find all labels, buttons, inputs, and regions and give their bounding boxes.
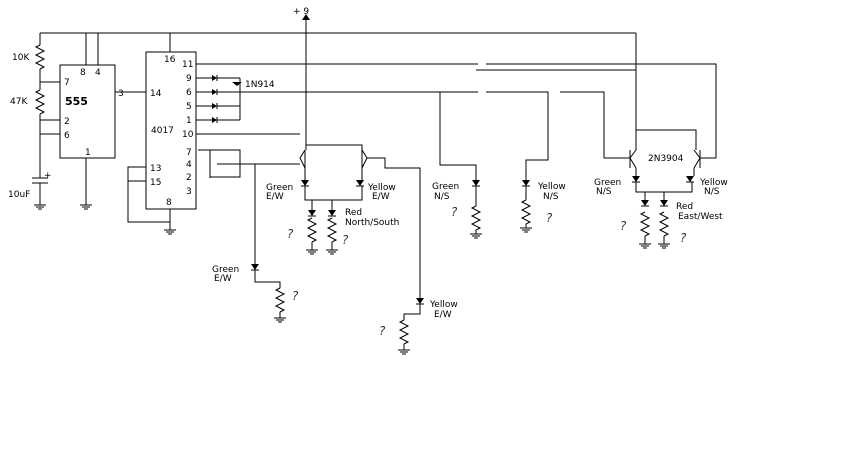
counter-pin-16: 16 bbox=[164, 55, 176, 65]
unknown-resistor-1: ? bbox=[287, 227, 294, 241]
led-red-ns-label-2: North/South bbox=[345, 218, 399, 228]
counter-pin-6: 6 bbox=[186, 88, 192, 98]
counter-pin-9: 9 bbox=[186, 74, 192, 84]
unknown-resistor-3: ? bbox=[292, 289, 299, 303]
led-yellow-ns-2 bbox=[685, 175, 695, 183]
diode-or-block bbox=[196, 74, 242, 124]
transistor-right-1 bbox=[629, 149, 637, 169]
led-yellow-ns-1-label-2: N/S bbox=[543, 192, 559, 202]
led-yellow-ew-1-label-1: Yellow bbox=[367, 183, 396, 193]
counter-chip-label: 4017 bbox=[151, 126, 174, 136]
timer-chip-label: 555 bbox=[65, 95, 88, 108]
transistor-left-1 bbox=[299, 149, 306, 169]
led-red-ew-label-2: East/West bbox=[678, 212, 723, 222]
led-yellow-ew-2-label-2: E/W bbox=[434, 310, 452, 320]
counter-pin-11: 11 bbox=[182, 60, 193, 70]
led-red-ew-label-1: Red bbox=[676, 202, 693, 212]
unknown-resistor-5: ? bbox=[451, 205, 458, 219]
diode-type-label: 1N914 bbox=[245, 80, 275, 90]
ground-4017 bbox=[163, 229, 177, 235]
led-green-ew-1-label-1: Green bbox=[266, 183, 293, 193]
counter-pin-2: 2 bbox=[186, 173, 192, 183]
led-green-ew-1 bbox=[300, 179, 310, 187]
supply-label: + 9 bbox=[293, 7, 309, 17]
counter-pin-13: 13 bbox=[150, 164, 161, 174]
resistor-10k-label: 10K bbox=[12, 53, 30, 63]
timer-pin-7: 7 bbox=[64, 78, 70, 88]
unknown-resistor-6: ? bbox=[546, 211, 553, 225]
led-green-ew-2-label-2: E/W bbox=[214, 274, 232, 284]
resistor-47k-label: 47K bbox=[10, 97, 28, 107]
led-yellow-ew-1 bbox=[355, 179, 365, 187]
led-green-ew-1-label-2: E/W bbox=[266, 192, 284, 202]
ground-red-ew-2 bbox=[657, 243, 671, 249]
counter-pin-14: 14 bbox=[150, 89, 162, 99]
counter-pin-15: 15 bbox=[150, 178, 161, 188]
led-green-ns-2 bbox=[631, 175, 641, 183]
led-red-ew bbox=[640, 199, 650, 207]
capacitor-10uf bbox=[32, 177, 48, 210]
timer-pin-1: 1 bbox=[85, 148, 91, 158]
led-yellow-ew-2-label-1: Yellow bbox=[429, 300, 458, 310]
timer-pin-6: 6 bbox=[64, 131, 70, 141]
output-bus bbox=[196, 63, 717, 178]
led-yellow-ns-2-label-1: Yellow bbox=[699, 178, 728, 188]
resistor-10k bbox=[35, 44, 45, 70]
timer-pin-4: 4 bbox=[95, 68, 101, 78]
led-yellow-ns-2-label-2: N/S bbox=[704, 187, 720, 197]
led-yellow-ew-1-label-2: E/W bbox=[372, 192, 390, 202]
ground-red-ew-1 bbox=[638, 243, 652, 249]
ground-green-ns-1 bbox=[469, 233, 483, 239]
transistor-type-label: 2N3904 bbox=[648, 154, 684, 164]
counter-pin-3: 3 bbox=[186, 187, 192, 197]
led-yellow-ns-1-label-1: Yellow bbox=[537, 182, 566, 192]
timer-pin-3: 3 bbox=[118, 89, 124, 99]
ground-red-ns-2 bbox=[325, 249, 339, 255]
unknown-resistor-4: ? bbox=[379, 324, 386, 338]
transistor-right-2 bbox=[693, 149, 701, 169]
resistor-47k bbox=[35, 89, 45, 115]
led-green-ns-1-label-2: N/S bbox=[434, 192, 450, 202]
unknown-resistor-8: ? bbox=[680, 231, 687, 245]
ground-green-ew-2 bbox=[273, 317, 287, 323]
timer-555-chip: 555 8 4 7 3 2 6 1 bbox=[59, 64, 124, 159]
timer-pin-2: 2 bbox=[64, 117, 70, 127]
transistor-left-2 bbox=[361, 149, 368, 169]
led-yellow-ns-1 bbox=[521, 179, 531, 187]
led-green-ns-2-label-1: Green bbox=[594, 178, 621, 188]
led-green-ns-1 bbox=[471, 179, 481, 187]
counter-pin-1: 1 bbox=[186, 116, 192, 126]
unknown-resistor-7: ? bbox=[620, 219, 627, 233]
led-green-ns-1-label-1: Green bbox=[432, 182, 459, 192]
counter-reset-ground-wire bbox=[127, 166, 171, 230]
led-green-ew-2-label-1: Green bbox=[212, 265, 239, 275]
led-red-ns-label-1: Red bbox=[345, 208, 362, 218]
led-red-ns bbox=[307, 209, 317, 217]
ground-yellow-ns-1 bbox=[519, 227, 533, 233]
counter-pin-10: 10 bbox=[182, 130, 194, 140]
led-green-ns-2-label-2: N/S bbox=[596, 187, 612, 197]
counter-pin-8: 8 bbox=[166, 198, 172, 208]
timer-pin-8: 8 bbox=[80, 68, 86, 78]
counter-pin-7: 7 bbox=[186, 148, 192, 158]
supply-arrow bbox=[302, 14, 310, 150]
led-green-ew-2 bbox=[250, 263, 260, 271]
led-yellow-ew-2 bbox=[415, 297, 425, 305]
counter-pin-5: 5 bbox=[186, 102, 192, 112]
top-rail bbox=[39, 32, 636, 65]
ground-yellow-ew-2 bbox=[397, 349, 411, 355]
capacitor-label: 10uF bbox=[8, 190, 30, 200]
counter-4017-chip: 16 14 13 15 8 11 9 6 5 1 4017 10 7 4 2 3 bbox=[145, 51, 197, 210]
ground-red-ns-1 bbox=[305, 249, 319, 255]
unknown-resistor-2: ? bbox=[342, 233, 349, 247]
capacitor-plus: + bbox=[44, 171, 52, 181]
ground-555 bbox=[79, 204, 93, 210]
counter-pin-4: 4 bbox=[186, 160, 192, 170]
